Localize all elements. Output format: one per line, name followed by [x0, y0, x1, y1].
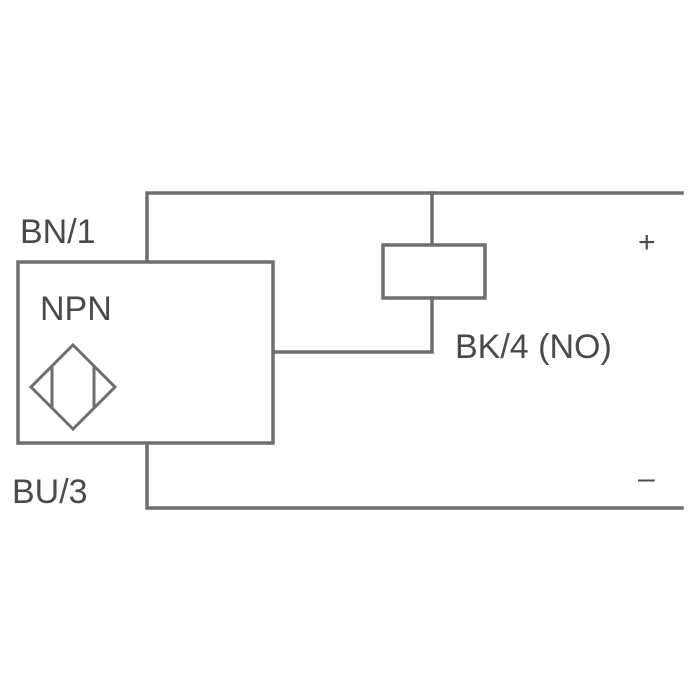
blue-wire-label: BU/3: [12, 473, 88, 511]
sensor-body: [16, 260, 275, 445]
negative-supply-wire: [145, 441, 684, 510]
negative-terminal-label: –: [638, 462, 655, 495]
inductive-sensor-icon: [28, 342, 118, 432]
black-wire-label: BK/4 (NO): [455, 328, 612, 366]
sensor-type-label: NPN: [40, 290, 112, 328]
positive-terminal-label: +: [638, 226, 656, 259]
brown-wire-label: BN/1: [20, 213, 96, 251]
positive-supply-wire: [145, 191, 684, 264]
load-box: [381, 243, 487, 300]
output-wire: [271, 296, 434, 354]
